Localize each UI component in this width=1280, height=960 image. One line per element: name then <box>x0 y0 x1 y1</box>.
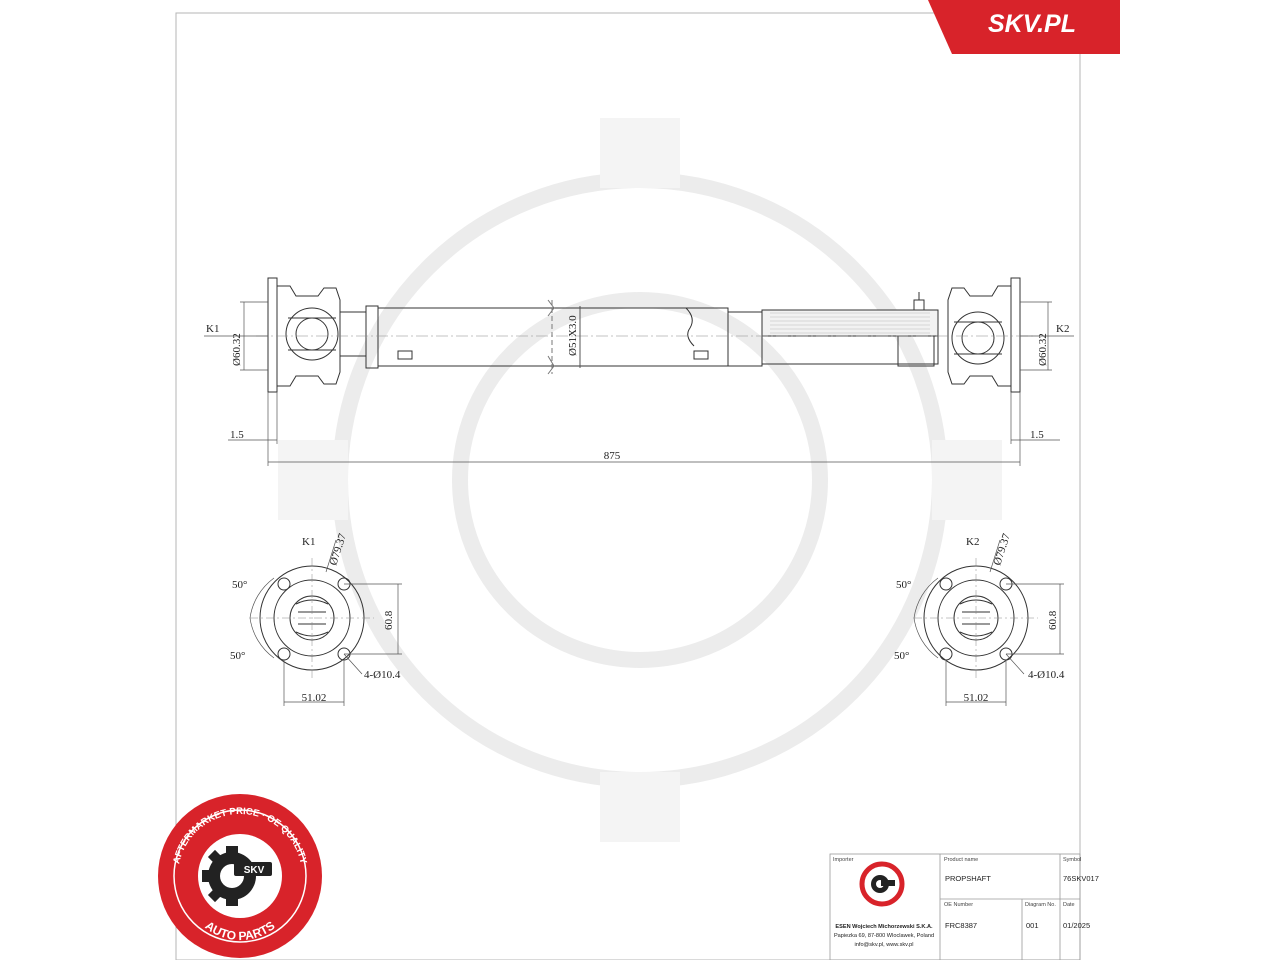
importer-line-2: Papiezka 69, 87-800 Wloclawek, Poland <box>834 933 934 939</box>
flange-view-k1 <box>250 558 374 678</box>
seal-center-label: SKV <box>244 865 265 876</box>
left-joint-inner <box>295 317 329 351</box>
side-label-k1: K1 <box>206 323 219 335</box>
left-flange-diameter: Ø60.32 <box>231 333 243 366</box>
overall-length: 875 <box>604 450 621 462</box>
oe-number-label: OE Number <box>944 902 973 908</box>
k1-bolt-hole-tl <box>277 577 291 591</box>
flange-k2-angle-bottom: 50° <box>894 650 909 662</box>
flange-k2-holes: 4-Ø10.4 <box>1028 669 1065 681</box>
flange-k1-angle-top: 50° <box>232 579 247 591</box>
title-block-logo <box>859 861 905 907</box>
shaft-side-view <box>256 277 1034 393</box>
right-joint-outer <box>951 311 1005 365</box>
title-block <box>829 853 1081 960</box>
flange-k2-bolt-circle: Ø79.37 <box>991 532 1013 567</box>
product-name-label: Product name <box>944 857 978 863</box>
flange-k1-dimensions <box>249 539 402 706</box>
oe-number: FRC8387 <box>945 921 977 930</box>
k2-bolt-hole-tl <box>939 577 953 591</box>
flange-view-k2 <box>914 558 1038 678</box>
flange-k2-dimensions <box>913 539 1064 706</box>
grease-fitting <box>913 299 925 311</box>
left-joint-outer <box>285 307 339 361</box>
flange-k2-height: 60.8 <box>1047 610 1059 630</box>
importer-line-1: ESEN Wojciech Michorzewski S.K.A. <box>835 924 933 930</box>
flange-k1-label: K1 <box>302 536 315 548</box>
gear-watermark <box>332 172 948 788</box>
right-joint-inner <box>961 321 995 355</box>
flange-k1-width: 51.02 <box>302 692 327 704</box>
spline-section <box>761 309 939 337</box>
right-yoke <box>947 285 1012 387</box>
skv-seal[interactable]: AFTERMARKET PRICE · OE QUALITY AUTO PART… <box>158 794 322 958</box>
side-label-k2: K2 <box>1056 323 1069 335</box>
flange-k1-angle-bottom: 50° <box>230 650 245 662</box>
diagram-no: 001 <box>1026 921 1039 930</box>
flange-k1-holes: 4-Ø10.4 <box>364 669 401 681</box>
drawing-frame <box>175 12 1081 960</box>
symbol-value: 76SKV017 <box>1063 874 1099 883</box>
brand-badge-shape <box>928 0 1120 54</box>
tube-sticker-left <box>397 350 413 360</box>
brand-badge[interactable]: SKV.PL <box>928 0 1120 54</box>
importer-label: Importer <box>833 857 854 863</box>
right-flange-diameter: Ø60.32 <box>1037 333 1049 366</box>
flange-k1-height: 60.8 <box>383 610 395 630</box>
flange-k2-angle-top: 50° <box>896 579 911 591</box>
flange-k2-label: K2 <box>966 536 979 548</box>
left-flange <box>267 277 278 393</box>
gear-watermark-teeth <box>278 118 1002 842</box>
date-label: Date <box>1063 902 1075 908</box>
tube-sticker-right <box>693 350 709 360</box>
left-yoke <box>276 285 341 387</box>
right-offset: 1.5 <box>1030 429 1044 441</box>
product-name: PROPSHAFT <box>945 874 991 883</box>
tube-size: Ø51X3.0 <box>567 315 579 356</box>
symbol-label: Symbol <box>1063 857 1081 863</box>
spline-body <box>761 335 939 365</box>
k1-bolt-hole-bl <box>277 647 291 661</box>
date-value: 01/2025 <box>1063 921 1090 930</box>
diagram-no-label: Diagram No. <box>1025 902 1056 908</box>
brand-name: SKV.PL <box>988 10 1076 38</box>
flange-k2-width: 51.02 <box>964 692 989 704</box>
left-offset: 1.5 <box>230 429 244 441</box>
importer-line-3: info@skv.pl, www.skv.pl <box>855 942 914 948</box>
side-view-dimensions <box>204 301 1074 466</box>
k2-bolt-hole-bl <box>939 647 953 661</box>
right-flange <box>1010 277 1021 393</box>
